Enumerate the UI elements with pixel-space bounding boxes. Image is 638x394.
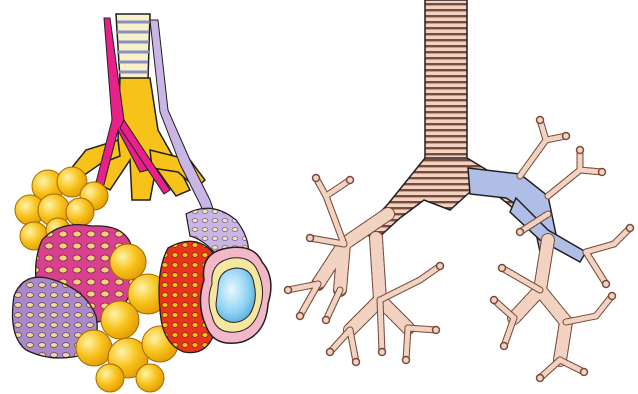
trachea bbox=[425, 0, 467, 160]
